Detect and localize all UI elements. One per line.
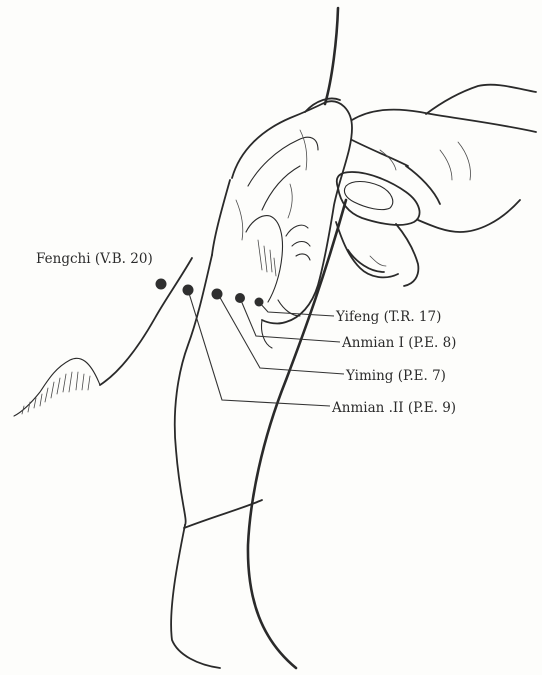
label-fengchi: Fengchi (V.B. 20)	[36, 251, 153, 267]
leader-yiming	[218, 294, 344, 374]
point-anmian-2	[183, 285, 194, 296]
point-fengchi	[156, 279, 167, 290]
leader-lines	[188, 290, 344, 406]
point-yiming	[212, 289, 223, 300]
point-anmian-1	[235, 293, 245, 303]
label-yifeng: Yifeng (T.R. 17)	[335, 309, 441, 325]
ear	[232, 99, 352, 349]
label-yiming: Yiming (P.E. 7)	[345, 368, 446, 384]
hand	[336, 85, 536, 286]
leader-yifeng	[259, 302, 334, 316]
point-yifeng	[255, 298, 264, 307]
head-outline	[171, 8, 346, 668]
leader-anmian-2	[188, 290, 330, 406]
label-anmian-2: Anmian .II (P.E. 9)	[331, 400, 456, 416]
label-anmian-1: Anmian I (P.E. 8)	[341, 335, 456, 351]
acupoints	[156, 279, 264, 307]
